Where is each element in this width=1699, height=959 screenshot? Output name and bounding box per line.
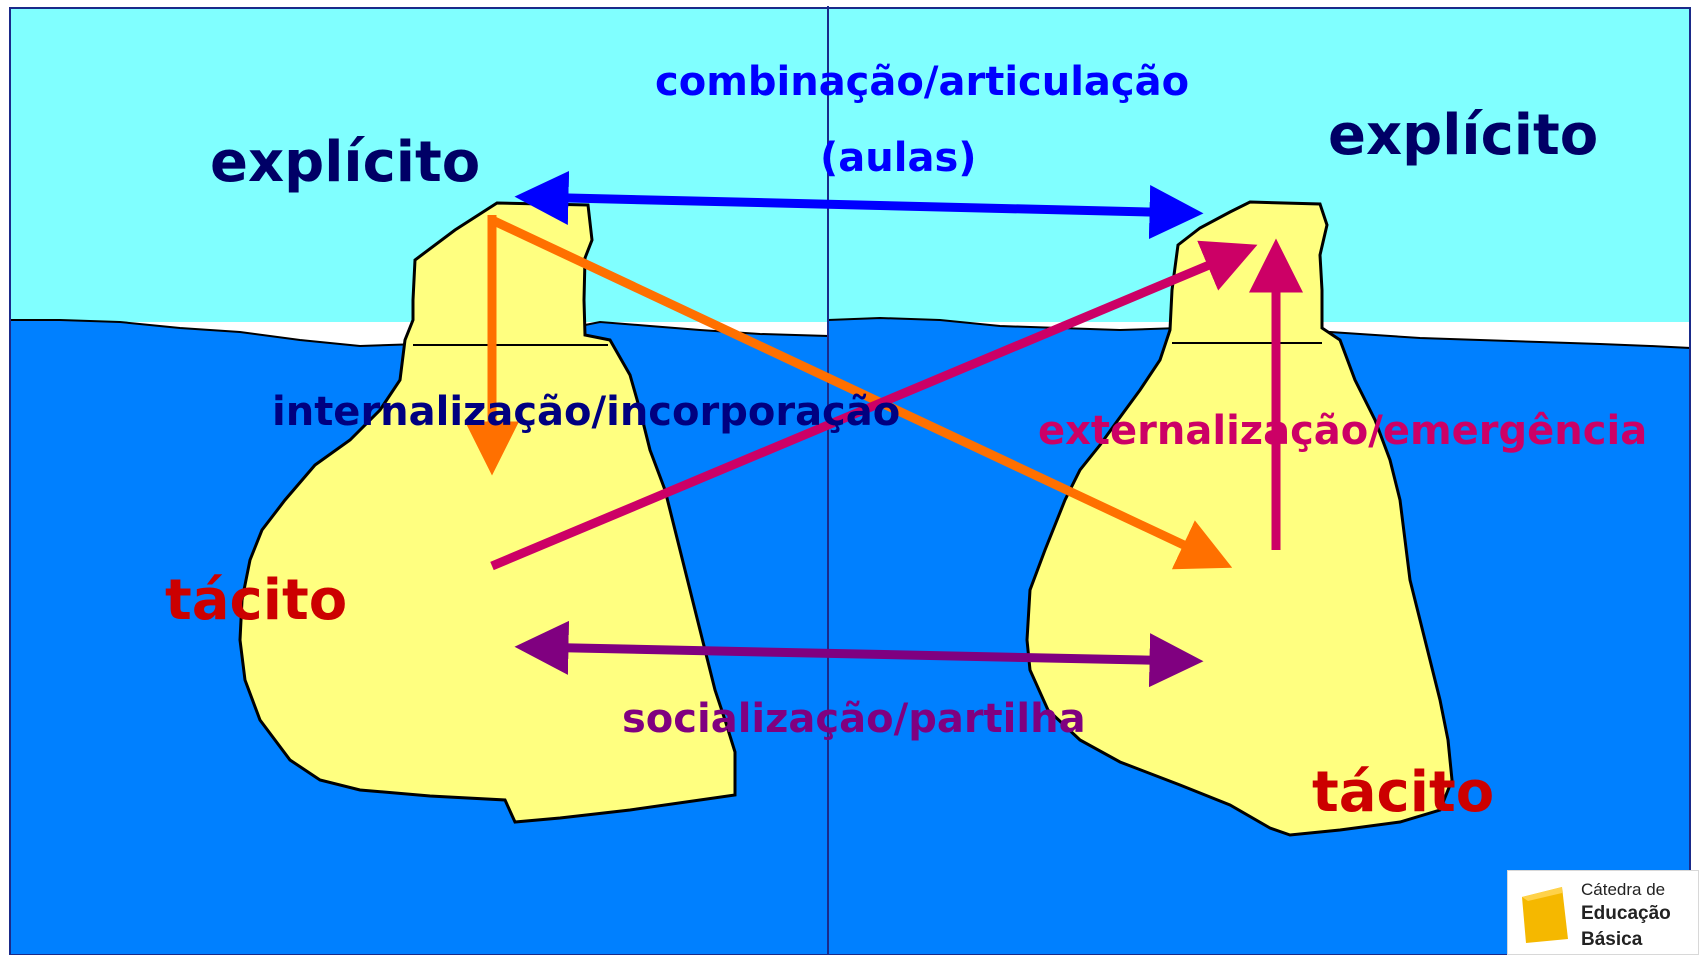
- combination-arrow: [514, 170, 1204, 240]
- logo-line-3: Básica: [1581, 929, 1643, 950]
- tacit-label-left: tácito: [165, 568, 348, 633]
- logo-line-2: Educação: [1581, 903, 1671, 924]
- internalization-diagonal-arrow: [490, 215, 1233, 570]
- externalization-label: externalização/emergência: [1038, 408, 1648, 454]
- catedra-logo: Cátedra de Educação Básica: [1507, 870, 1699, 955]
- logo-line-1: Cátedra de: [1581, 880, 1666, 899]
- socialization-arrow: [514, 620, 1204, 688]
- socialization-label: socialização/partilha: [622, 696, 1086, 742]
- logo-text: Cátedra de Educação Básica: [1581, 879, 1671, 953]
- externalization-diagonal-arrow: [490, 240, 1258, 571]
- explicit-label-right: explícito: [1328, 103, 1599, 168]
- tacit-label-right: tácito: [1312, 760, 1495, 825]
- internalization-label: internalização/incorporação: [272, 389, 901, 435]
- explicit-label-left: explícito: [210, 130, 481, 195]
- combination-sublabel: (aulas): [820, 135, 977, 181]
- combination-label: combinação/articulação: [655, 59, 1190, 105]
- logo-mark-icon: [1522, 887, 1568, 943]
